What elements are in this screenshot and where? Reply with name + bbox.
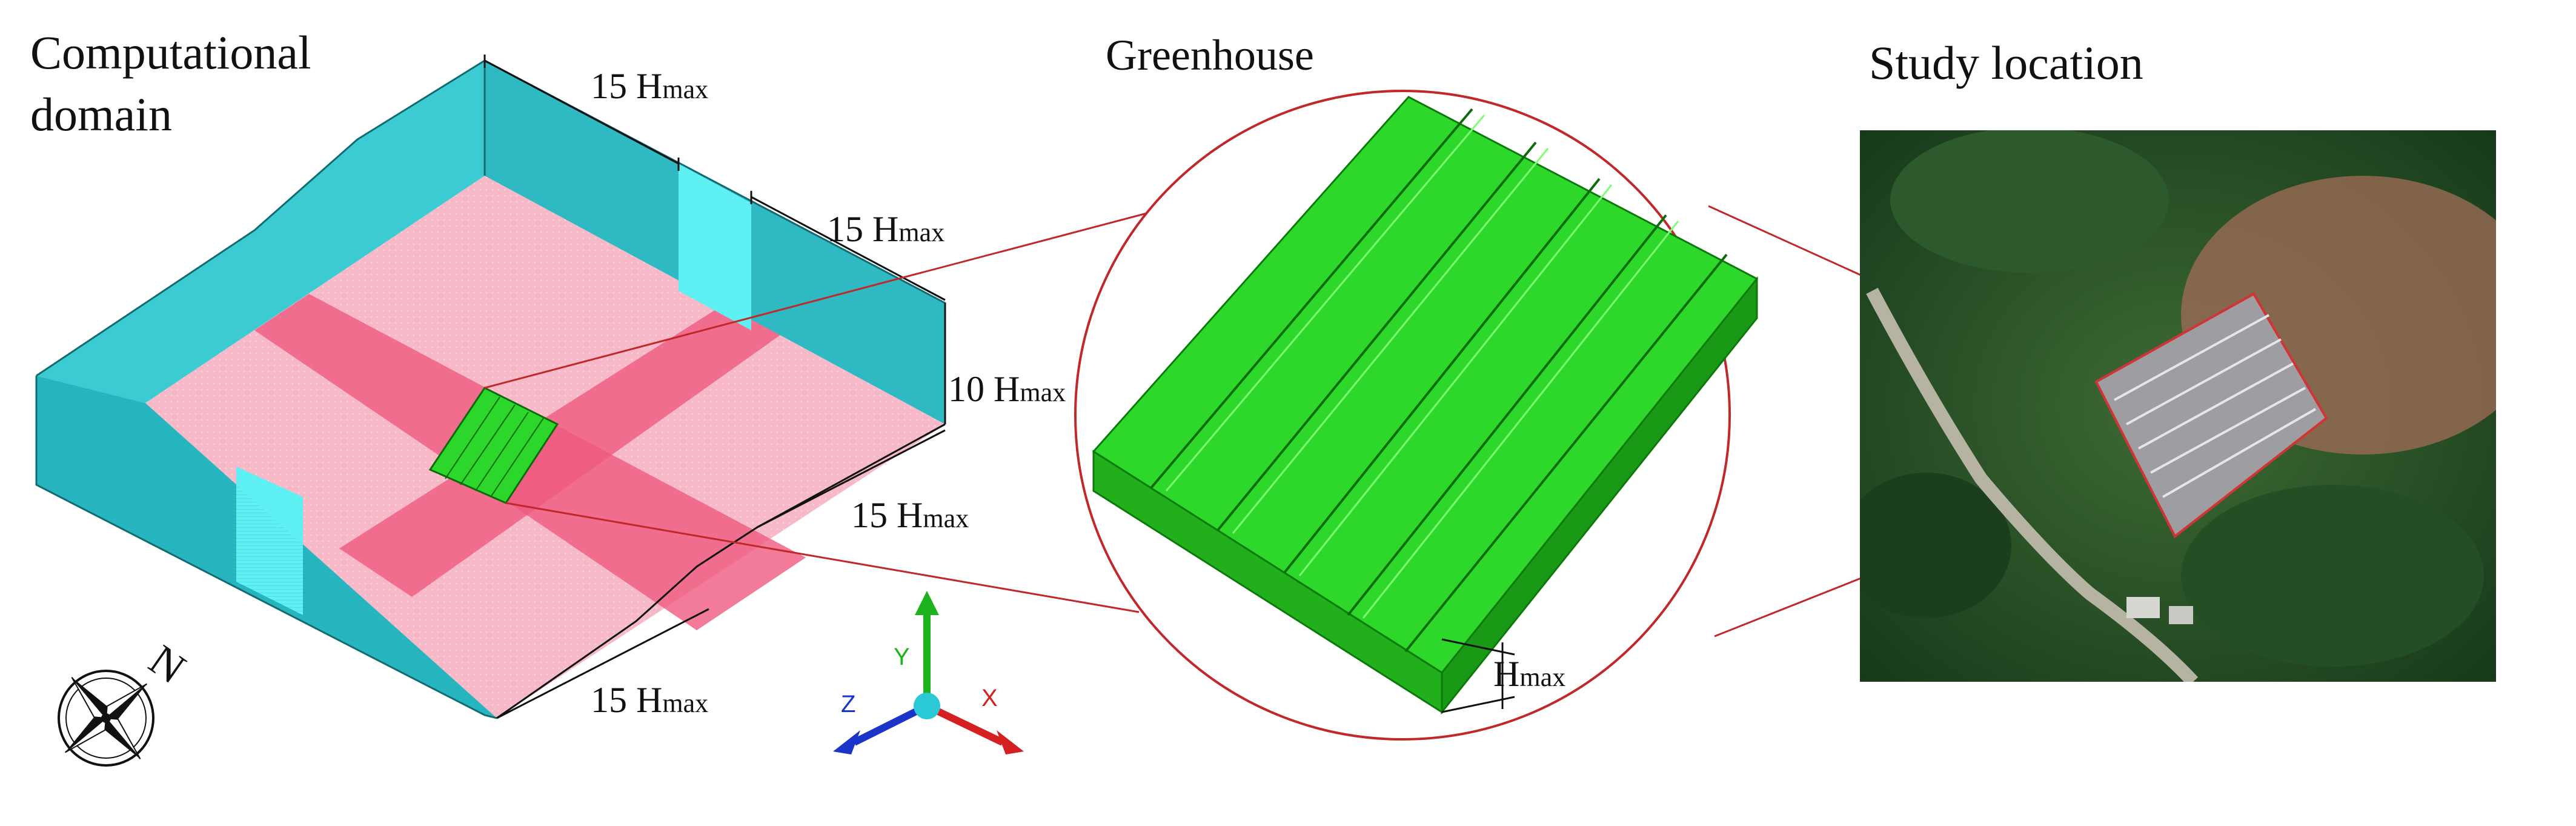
compass-rose-icon bbox=[58, 670, 154, 767]
greenhouse-title: Greenhouse bbox=[1106, 31, 1314, 79]
satellite-photo bbox=[1860, 130, 2496, 682]
axis-x-label: X bbox=[981, 685, 998, 711]
domain-dimension-lines bbox=[483, 55, 946, 719]
greenhouse-height-dim bbox=[1441, 638, 1515, 713]
greenhouse-side-face bbox=[1441, 276, 1758, 715]
greenhouse-zoom bbox=[1074, 90, 1759, 741]
dim-label-greenhouse-height: Hmax bbox=[1493, 654, 1566, 694]
domain-edge-front bbox=[35, 376, 497, 719]
axis-y-label: Y bbox=[894, 644, 910, 670]
domain-title-line2: domain bbox=[30, 88, 172, 141]
domain-back-wall bbox=[36, 61, 485, 403]
greenhouse-ridges bbox=[1150, 108, 1728, 653]
domain-right-back-wall-light bbox=[679, 164, 751, 330]
study-location-title: Study location bbox=[1869, 36, 2143, 89]
domain-title-line1: Computational bbox=[30, 26, 311, 79]
greenhouse-ridge-highlights bbox=[1165, 115, 1679, 619]
computational-domain bbox=[35, 55, 946, 719]
greenhouse-model-small bbox=[428, 387, 559, 504]
dim-label-right-lower: 15 Hmax bbox=[851, 495, 969, 535]
dim-label-top-b: 15 Hmax bbox=[827, 209, 945, 249]
axis-triad-icon bbox=[833, 591, 1024, 754]
domain-left-wall-texture bbox=[36, 376, 497, 718]
domain-edge-right bbox=[496, 423, 946, 719]
axis-z-label: Z bbox=[841, 691, 856, 718]
dim-label-height: 10 Hmax bbox=[948, 369, 1066, 409]
dim-label-top-a: 15 Hmax bbox=[591, 66, 709, 106]
dim-label-bottom: 15 Hmax bbox=[591, 680, 709, 720]
greenhouse-roof-photo bbox=[2094, 292, 2328, 539]
domain-stripe-ns bbox=[339, 291, 800, 597]
